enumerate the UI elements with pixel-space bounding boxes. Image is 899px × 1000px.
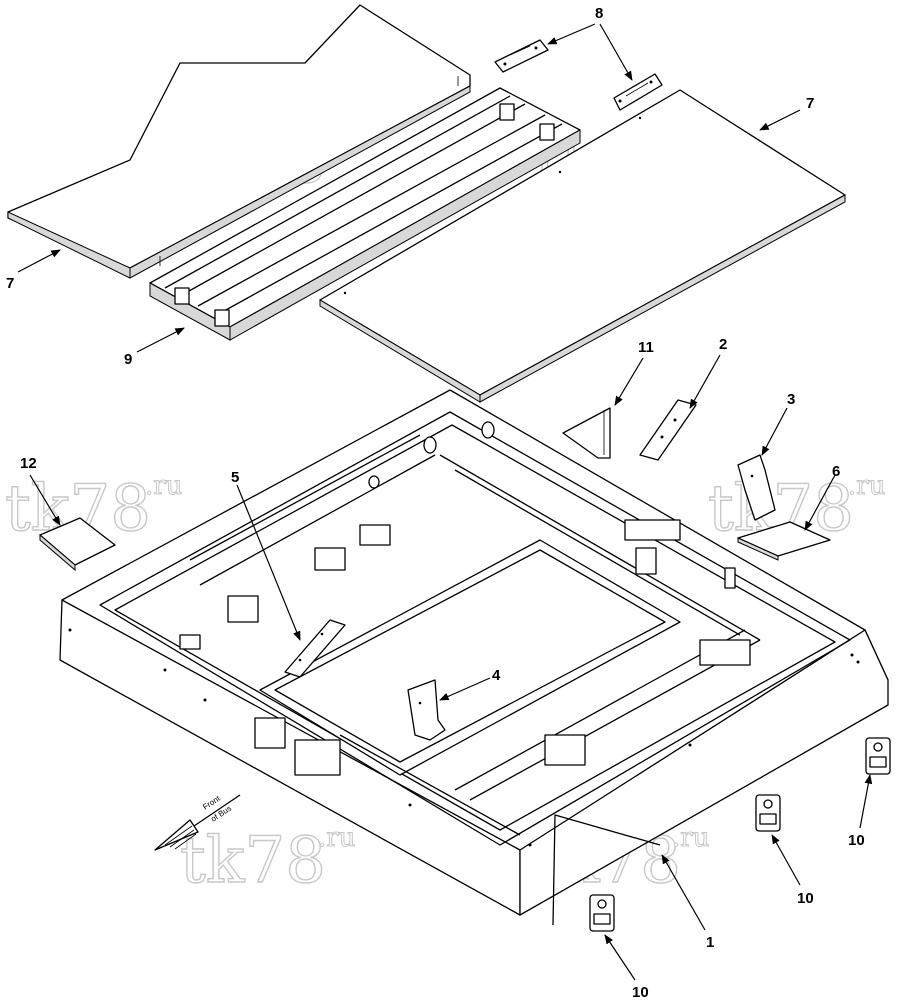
svg-text:tk78: tk78 (180, 824, 326, 898)
part-8-hinge-a (494, 39, 549, 73)
svg-text:.ru: .ru (848, 471, 885, 501)
part-8-hinge-b (613, 73, 663, 111)
part-2-plate (639, 399, 697, 461)
part-10-latch-a (589, 894, 615, 932)
callout-9: 9 (124, 351, 132, 368)
part-5-plate (284, 619, 346, 678)
callout-1: 1 (706, 934, 714, 951)
svg-text:.ru: .ru (672, 823, 709, 853)
callout-10-a: 10 (632, 984, 649, 1000)
part-7-right-panel (319, 89, 846, 403)
callout-6: 6 (832, 463, 840, 480)
part-3-bracket (737, 454, 776, 521)
callout-labels: 1 2 3 4 5 6 7 7 8 9 10 10 10 11 12 (6, 5, 865, 1000)
part-11-bracket (562, 407, 611, 459)
part-12-plate (39, 517, 116, 572)
callout-10-b: 10 (797, 890, 814, 907)
svg-text:.ru: .ru (145, 471, 182, 501)
callout-5: 5 (231, 469, 239, 486)
svg-text:tk78: tk78 (708, 472, 854, 546)
callout-7-right: 7 (806, 95, 814, 112)
part-7-left-panel (7, 4, 471, 279)
part-9-channel-rail (149, 87, 581, 341)
callout-4: 4 (492, 667, 501, 684)
leader-arrows (17, 23, 873, 981)
main-roof-frame (59, 389, 889, 916)
callout-3: 3 (787, 391, 795, 408)
watermark-bottom-left: tk78 .ru (179, 823, 356, 899)
callout-8: 8 (595, 5, 603, 22)
svg-text:.ru: .ru (318, 823, 355, 853)
callout-2: 2 (719, 336, 727, 353)
callout-10-c: 10 (848, 832, 865, 849)
callout-12: 12 (20, 455, 37, 472)
callout-11: 11 (638, 339, 654, 356)
part-10-latch-c (865, 737, 891, 775)
part-4-bracket (407, 679, 446, 741)
callout-7-left: 7 (6, 275, 14, 292)
watermark-mid-right: tk78 .ru (707, 471, 886, 547)
part-1-side-plate (552, 814, 661, 926)
part-10-latch-b (755, 794, 781, 832)
